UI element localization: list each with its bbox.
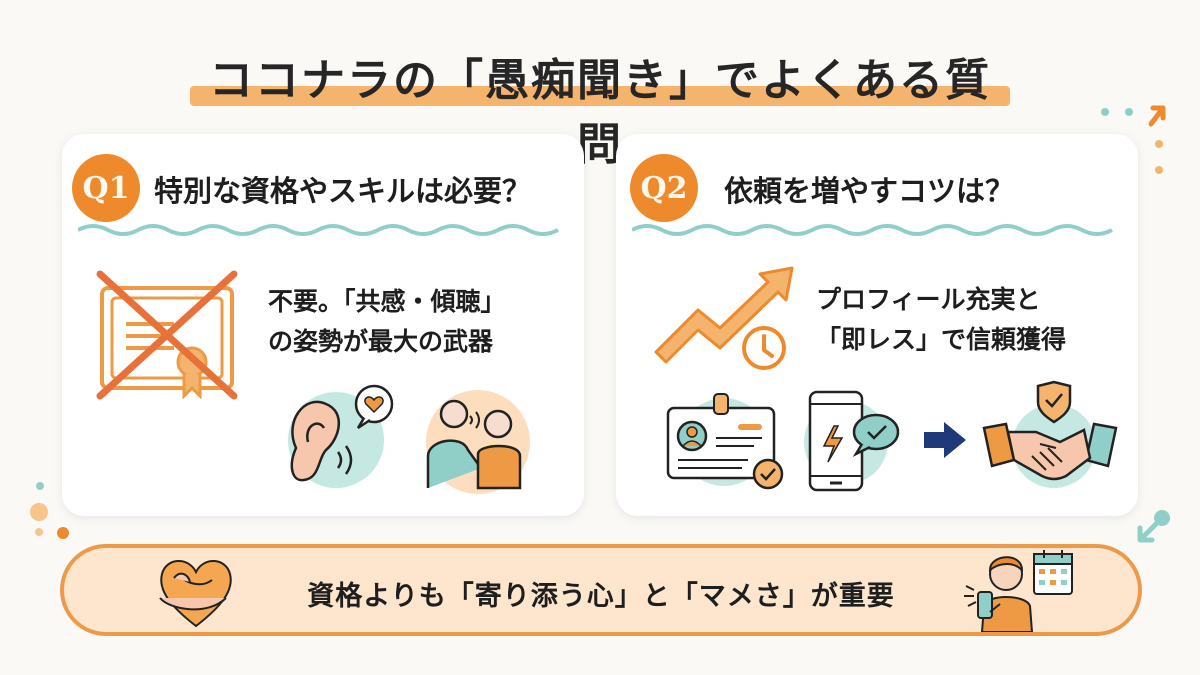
arrow-right-icon: [924, 422, 966, 458]
summary-banner: 資格よりも「寄り添う心」と「マメさ」が重要: [60, 544, 1142, 636]
q1-question: 特別な資格やスキルは必要？: [154, 174, 532, 208]
certificate-crossed-icon: [96, 270, 238, 400]
heart-hug-icon: [159, 560, 232, 628]
title-highlight: [190, 86, 1010, 106]
supportive-people-icon: [426, 390, 530, 494]
q2-answer-line2: 「即レス」で信頼獲得: [816, 325, 1067, 354]
decorative-teal-arrow-icon: [1137, 510, 1170, 543]
q2-answer: プロフィール充実と 「即レス」で信頼獲得: [816, 280, 1066, 360]
ear-listening-icon: [288, 384, 394, 488]
decorative-dots-arrow-icon: [1101, 105, 1166, 174]
title-area: ココナラの「愚痴聞き」でよくある質問: [190, 42, 1010, 170]
wave-divider: [78, 224, 559, 236]
q1-badge: Q1: [72, 154, 140, 222]
smartphone-quick-reply-icon: [804, 390, 900, 492]
faq-card-q1: Q1 特別な資格やスキルは必要？ 不要。「共感・傾聴」 の姿勢が最大の武器: [62, 134, 584, 516]
q2-badge: Q2: [630, 154, 698, 222]
decorative-dots-icon: [30, 482, 69, 539]
summary-text: 資格よりも「寄り添う心」と「マメさ」が重要: [307, 581, 895, 612]
growth-arrow-clock-icon: [654, 266, 794, 370]
page-title: ココナラの「愚痴聞き」でよくある質問: [209, 55, 991, 170]
q1-answer-line1: 不要。「共感・傾聴」: [268, 287, 506, 316]
wave-divider: [632, 224, 1113, 236]
q2-question: 依頼を増やすコツは？: [724, 174, 1015, 208]
trust-handshake-icon: [982, 380, 1118, 488]
q2-answer-line1: プロフィール充実と: [816, 285, 1041, 314]
person-calendar-icon: [964, 550, 1073, 632]
faq-card-q2: Q2 依頼を増やすコツは？ プロフィール充実と 「即レス」で信頼獲得: [616, 134, 1138, 516]
profile-card-icon: [666, 393, 784, 490]
q1-answer: 不要。「共感・傾聴」 の姿勢が最大の武器: [268, 282, 506, 362]
q1-answer-line2: の姿勢が最大の武器: [268, 327, 494, 356]
